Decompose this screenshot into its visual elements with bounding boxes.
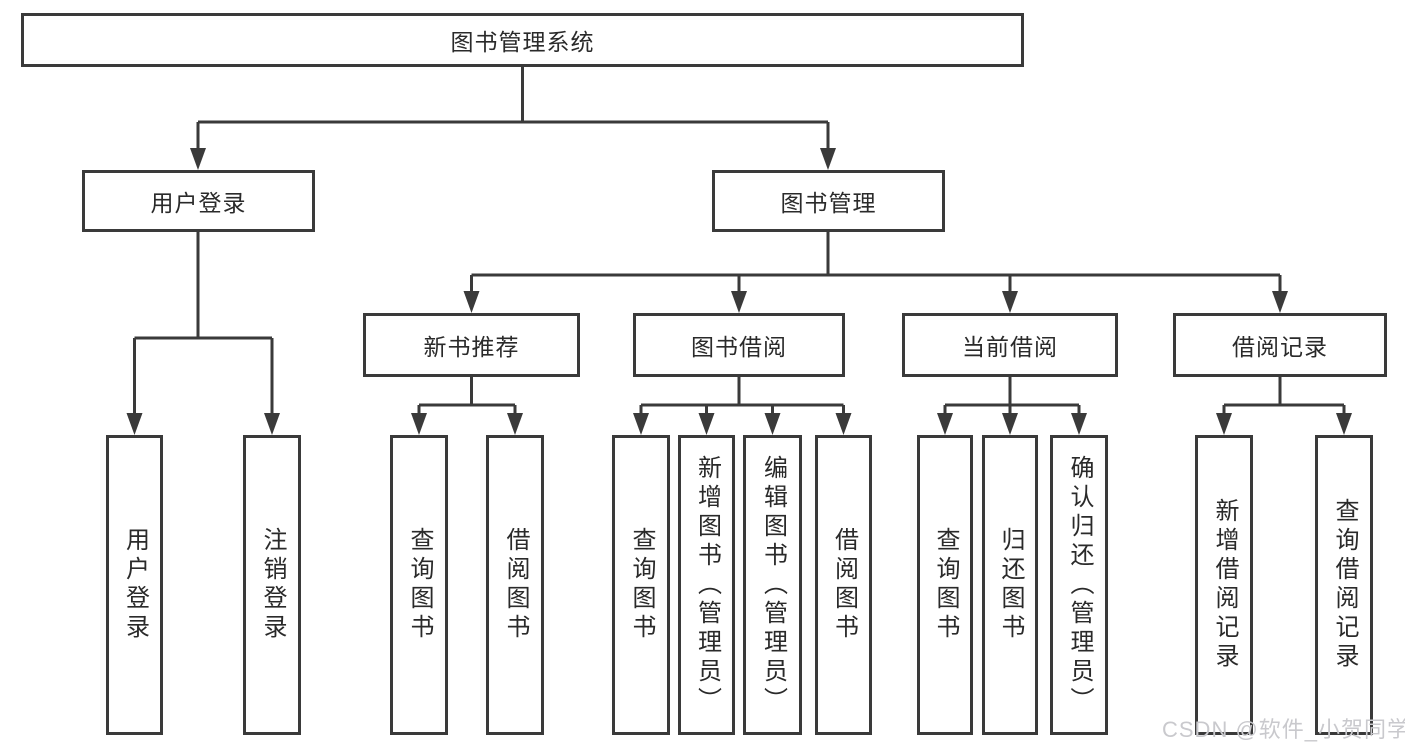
arrowheads — [126, 148, 1352, 435]
node-borrow-records: 借阅记录 — [1173, 313, 1387, 377]
node-book-borrow-label: 图书借阅 — [691, 334, 787, 360]
leaf-borrow-books-recommend-label: 借阅图书 — [502, 527, 529, 643]
leaf-edit-books-admin: 编辑图书（管理员） — [743, 435, 802, 735]
leaf-borrow-books-recommend: 借阅图书 — [486, 435, 544, 735]
leaf-logout-label: 注销登录 — [259, 527, 286, 643]
csdn-watermark: CSDN @软件_小贺同学 — [1162, 717, 1405, 742]
leaf-query-books-current: 查询图书 — [917, 435, 973, 735]
leaf-user-login-label: 用户登录 — [121, 527, 149, 643]
leaf-query-books-recommend: 查询图书 — [390, 435, 448, 735]
node-current-borrow-label: 当前借阅 — [962, 334, 1058, 360]
leaf-query-books-current-label: 查询图书 — [932, 527, 959, 643]
leaf-query-books-borrow-label: 查询图书 — [628, 527, 655, 643]
leaf-add-books-admin-label: 新增图书（管理员） — [693, 454, 721, 716]
node-user-login: 用户登录 — [82, 170, 315, 232]
leaf-add-books-admin: 新增图书（管理员） — [678, 435, 735, 735]
leaf-return-books: 归还图书 — [982, 435, 1038, 735]
node-new-book-recommend-label: 新书推荐 — [423, 334, 520, 360]
leaf-confirm-return-admin-label: 确认归还（管理员） — [1066, 454, 1093, 716]
node-root-label: 图书管理系统 — [450, 29, 595, 55]
node-book-management-label: 图书管理 — [780, 190, 877, 216]
leaf-query-borrow-record-label: 查询借阅记录 — [1331, 498, 1358, 672]
leaf-confirm-return-admin: 确认归还（管理员） — [1050, 435, 1108, 735]
leaf-borrow-books-label: 借阅图书 — [830, 527, 858, 643]
leaf-user-login: 用户登录 — [106, 435, 163, 735]
node-book-borrow: 图书借阅 — [633, 313, 845, 377]
node-borrow-records-label: 借阅记录 — [1232, 334, 1328, 360]
node-user-login-label: 用户登录 — [150, 190, 247, 216]
node-book-management: 图书管理 — [712, 170, 945, 232]
leaf-query-books-borrow: 查询图书 — [612, 435, 670, 735]
node-current-borrow: 当前借阅 — [902, 313, 1118, 377]
leaf-borrow-books: 借阅图书 — [815, 435, 872, 735]
leaf-add-borrow-record-label: 新增借阅记录 — [1211, 498, 1238, 672]
node-root-library-system: 图书管理系统 — [21, 13, 1024, 67]
leaf-logout: 注销登录 — [243, 435, 301, 735]
leaf-return-books-label: 归还图书 — [997, 527, 1024, 643]
leaf-query-books-recommend-label: 查询图书 — [406, 527, 433, 643]
node-new-book-recommend: 新书推荐 — [363, 313, 580, 377]
leaf-add-borrow-record: 新增借阅记录 — [1195, 435, 1253, 735]
leaf-query-borrow-record: 查询借阅记录 — [1315, 435, 1373, 735]
leaf-edit-books-admin-label: 编辑图书（管理员） — [759, 454, 787, 716]
